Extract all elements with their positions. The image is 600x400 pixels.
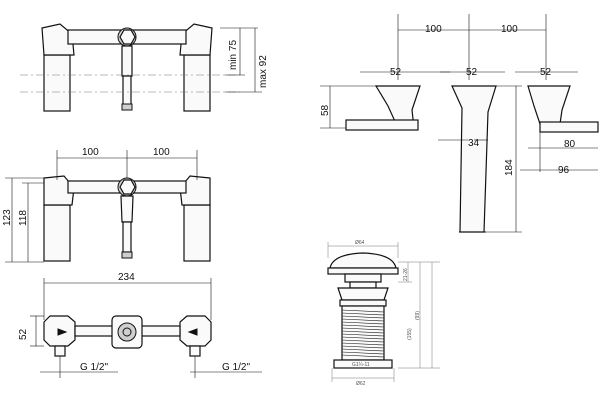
- front-view-mid: 100 100 123 118: [2, 147, 211, 263]
- drain-seal: [349, 281, 377, 289]
- drain-neck: [344, 273, 382, 283]
- drain-washer: [339, 299, 387, 307]
- valve-profile: [527, 85, 571, 125]
- height-total: 123: [2, 209, 13, 226]
- thread-line: [341, 330, 385, 334]
- side-spacing-left: 100: [425, 24, 442, 35]
- drain-thread: G1¼-11: [352, 362, 370, 368]
- right-marker-icon: [187, 328, 198, 336]
- thread-line: [341, 351, 385, 355]
- top-view: 234 52 G 1/2" G 1/2": [18, 272, 262, 378]
- thread-line: [341, 327, 385, 331]
- thread-line: [341, 348, 385, 352]
- thread-line: [341, 333, 385, 337]
- spout-stem: [121, 45, 133, 77]
- left-arm: [43, 175, 75, 206]
- depth: 52: [18, 328, 29, 340]
- spout-96: 96: [558, 165, 570, 176]
- centre-knob: [117, 322, 137, 342]
- side-view: 100 100 52 52 52 58 34 184 80 96: [320, 14, 599, 233]
- handle-hex: [119, 29, 136, 45]
- min-label: min 75: [228, 40, 239, 70]
- thread-line: [341, 315, 385, 319]
- thread-line: [341, 342, 385, 346]
- thread-left: G 1/2": [80, 362, 108, 373]
- spacing-left: 100: [82, 147, 99, 158]
- thread-line: [341, 336, 385, 340]
- hose-outlet: [122, 221, 132, 253]
- drain-flange: [327, 267, 399, 275]
- height-184: 184: [504, 159, 515, 176]
- drain-mid-h: (99): [415, 311, 421, 320]
- width-b: 52: [466, 67, 478, 78]
- drain-nut: [333, 359, 393, 369]
- drain-base-dia: Ø62: [356, 381, 366, 387]
- spout-body: [120, 195, 134, 223]
- left-marker-icon: [57, 328, 68, 336]
- width-total: 234: [118, 272, 135, 283]
- right-leg: [183, 204, 211, 262]
- thread-line: [341, 339, 385, 343]
- height-58: 58: [320, 104, 331, 116]
- drain-cap: [329, 252, 397, 269]
- left-leg: [43, 204, 71, 262]
- thread-lines: [341, 309, 385, 358]
- drain-cap-h: 21-26: [403, 268, 409, 281]
- thread-line: [341, 345, 385, 349]
- right-arm: [179, 175, 211, 206]
- outlet-nut: [121, 251, 133, 259]
- spout-80: 80: [564, 139, 576, 150]
- width-a: 52: [390, 67, 402, 78]
- thread-line: [341, 324, 385, 328]
- drain-body-h: (155): [407, 328, 413, 340]
- front-view-top: min 75 max 92: [20, 23, 269, 112]
- height-body: 118: [18, 210, 29, 226]
- base-plate: [345, 119, 419, 131]
- handle-hex: [119, 179, 136, 195]
- drain-collar: [337, 287, 389, 301]
- max-label: max 92: [258, 55, 269, 88]
- drain-top-dia: Ø64: [355, 240, 365, 246]
- drain-view: Ø64 G1¼-11 Ø62 21-26 (99) (155): [327, 240, 440, 387]
- width-c: 52: [540, 67, 552, 78]
- side-spacing-right: 100: [501, 24, 518, 35]
- left-inlet: [54, 345, 66, 357]
- right-inlet: [189, 345, 201, 357]
- thread-line: [341, 354, 385, 358]
- thread-line: [341, 321, 385, 325]
- thread-right: G 1/2": [222, 362, 250, 373]
- reach-34: 34: [468, 138, 480, 149]
- thread-line: [341, 309, 385, 313]
- outlet-nut: [121, 103, 133, 111]
- spout-arm: [539, 121, 599, 133]
- thread-line: [341, 318, 385, 322]
- right-leg: [183, 54, 211, 112]
- hose-outlet: [122, 75, 132, 107]
- spacing-right: 100: [153, 147, 170, 158]
- left-leg: [43, 54, 71, 112]
- thread-line: [341, 312, 385, 316]
- spout-profile: [451, 85, 497, 233]
